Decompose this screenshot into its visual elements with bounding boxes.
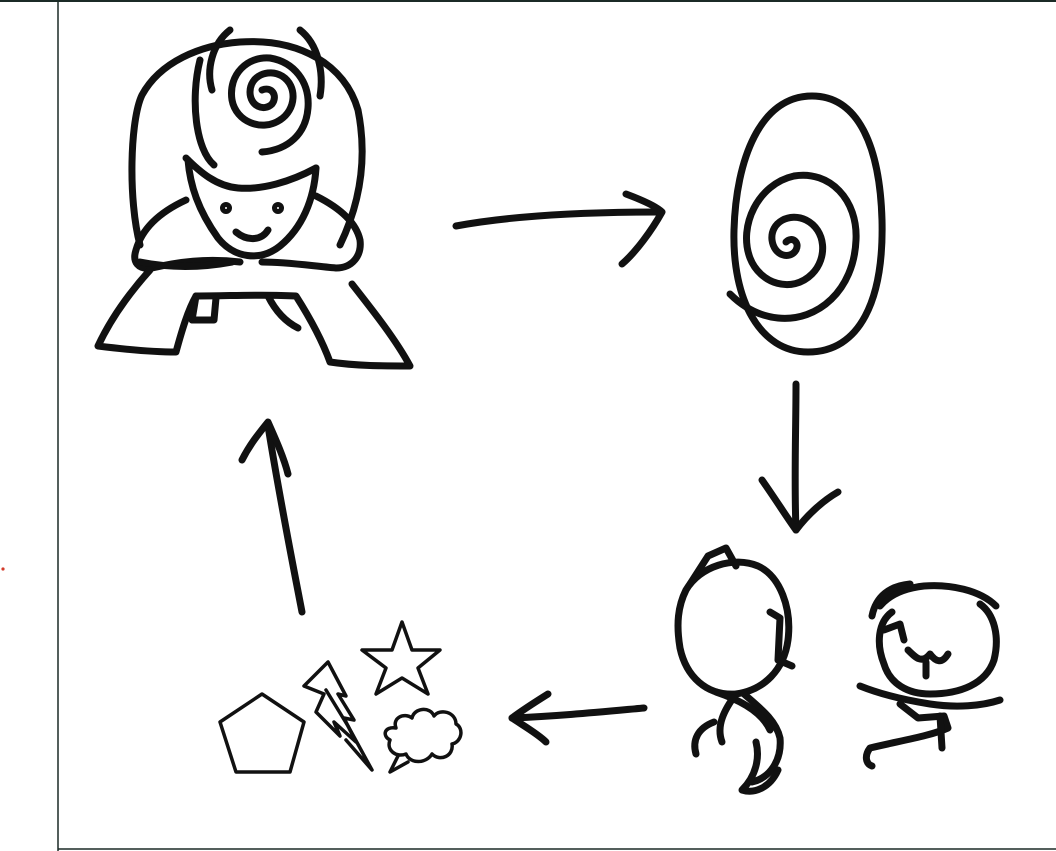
cloud-bubble-icon <box>383 707 463 764</box>
hooded-figure-icon <box>94 26 414 370</box>
arrow-left-icon <box>508 690 648 746</box>
lightning-bolt-icon <box>302 660 358 744</box>
star-icon <box>360 620 442 696</box>
arrow-down-icon <box>758 380 842 534</box>
spiral-egg-icon <box>726 92 886 356</box>
marker-dot <box>1 567 5 571</box>
two-creatures-icon <box>674 544 1004 795</box>
arrow-right-icon <box>452 190 666 268</box>
shapes-cluster-icon <box>218 620 463 774</box>
pentagon-icon <box>218 692 306 774</box>
arrow-up-icon <box>238 418 306 616</box>
